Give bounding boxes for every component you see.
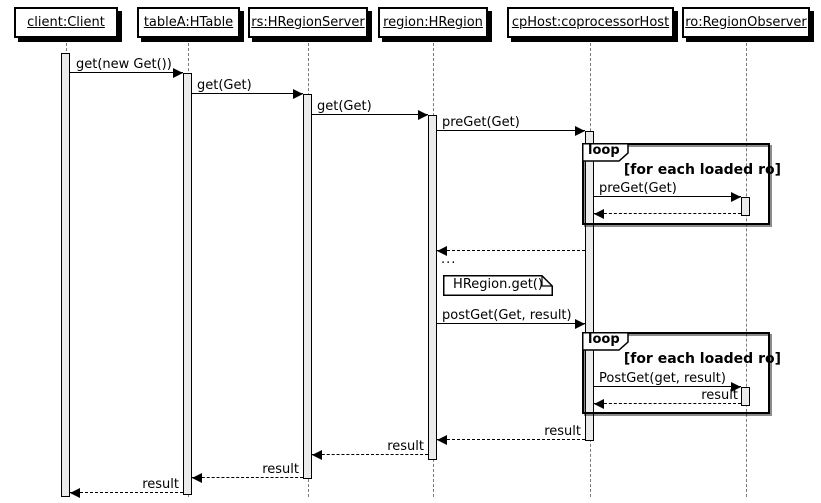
participant-client-label: client:Client: [27, 15, 105, 30]
arrowhead-right: [418, 110, 428, 120]
message-label-get-1: get(Get): [197, 78, 252, 93]
participant-rs: rs:HRegionServer: [248, 7, 368, 38]
message-line: [192, 93, 303, 94]
return-line: [594, 213, 741, 214]
arrowhead-right: [293, 89, 303, 99]
return-line: [594, 403, 741, 404]
message-label-get-new-get: get(new Get()): [76, 57, 172, 72]
participant-client: client:Client: [14, 7, 118, 38]
participant-cphost: cpHost:coprocessorHost: [507, 7, 674, 38]
loop-condition-2: [for each loaded ro]: [623, 351, 781, 367]
participant-cphost-label: cpHost:coprocessorHost: [511, 15, 670, 30]
message-line: [437, 323, 585, 324]
participant-rs-label: rs:HRegionServer: [251, 15, 365, 30]
return-line: [437, 250, 585, 251]
arrowhead-right: [575, 126, 585, 136]
arrowhead-right: [173, 68, 183, 78]
message-label-preget-inner: preGet(Get): [599, 181, 677, 196]
loop-tab-shape: [582, 143, 629, 162]
message-label-preget-outer: preGet(Get): [442, 115, 520, 130]
message-label-result-3: result: [387, 439, 424, 454]
lifeline-ro: [746, 38, 747, 497]
arrowhead-right: [731, 382, 741, 392]
message-line: [437, 130, 585, 131]
return-line: [437, 439, 585, 440]
ellipsis-text: ...: [441, 252, 457, 267]
return-line: [312, 454, 428, 455]
activation-cphost: [585, 131, 594, 441]
activation-rs: [303, 94, 312, 479]
arrowhead-left: [594, 399, 604, 409]
activation-tablea: [183, 73, 192, 495]
arrowhead-left: [70, 488, 80, 498]
message-label-result-1: result: [701, 388, 738, 403]
participant-tablea-label: tableA:HTable: [143, 15, 234, 30]
arrowhead-left: [437, 246, 447, 256]
message-line: [70, 72, 183, 73]
loop-fragment-1-tab: loop: [582, 143, 630, 162]
participant-tablea: tableA:HTable: [137, 7, 240, 38]
note-text: HRegion.get(): [453, 277, 543, 292]
arrowhead-left: [437, 435, 447, 445]
arrowhead-right: [575, 319, 585, 329]
activation-ro-1: [741, 197, 750, 216]
participant-ro: ro:RegionObserver: [682, 7, 810, 38]
loop-fragment-1: [582, 143, 770, 225]
return-line: [192, 477, 303, 478]
message-label-result-5: result: [142, 477, 179, 492]
note-hregion-get: HRegion.get(): [443, 275, 553, 296]
message-label-result-2: result: [544, 424, 581, 439]
loop-fragment-2: [582, 332, 770, 414]
message-label-get-2: get(Get): [317, 99, 372, 114]
message-label-result-4: result: [262, 462, 299, 477]
participant-region-label: region:HRegion: [383, 15, 483, 30]
return-line: [70, 492, 183, 493]
loop-operator-2: loop: [588, 332, 620, 347]
message-label-postget-inner: PostGet(get, result): [599, 371, 726, 386]
participant-region: region:HRegion: [378, 7, 488, 38]
loop-fragment-2-tab: loop: [582, 332, 630, 351]
message-line: [594, 386, 741, 387]
arrowhead-right: [731, 192, 741, 202]
note-shape: [443, 275, 553, 296]
message-line: [594, 196, 741, 197]
loop-tab-shape: [582, 332, 629, 351]
message-line: [312, 114, 428, 115]
activation-region: [428, 115, 437, 460]
activation-ro-2: [741, 387, 750, 406]
loop-condition-1: [for each loaded ro]: [623, 162, 781, 178]
activation-client: [61, 53, 70, 497]
arrowhead-left: [594, 209, 604, 219]
arrowhead-left: [192, 473, 202, 483]
loop-operator-1: loop: [588, 143, 620, 158]
participant-ro-label: ro:RegionObserver: [685, 15, 807, 30]
message-label-postget-outer: postGet(Get, result): [442, 308, 572, 323]
arrowhead-left: [312, 450, 322, 460]
